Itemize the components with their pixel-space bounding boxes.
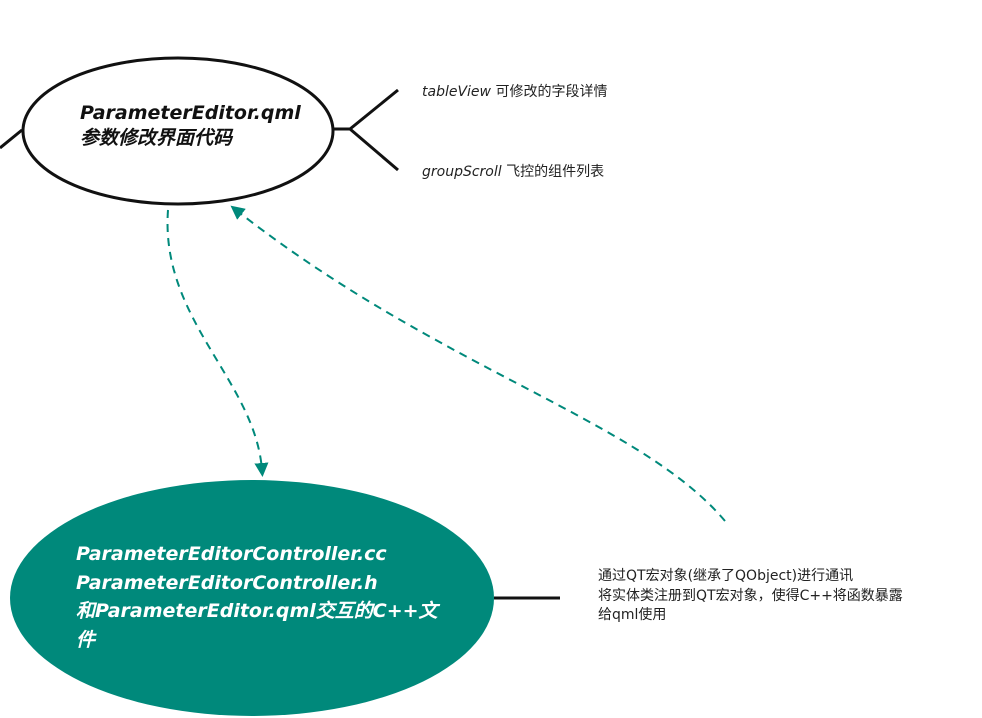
bottom-node-ellipse <box>10 480 494 716</box>
top-node-label: ParameterEditor.qml 参数修改界面代码 <box>80 101 301 150</box>
branch-groupscroll-desc: 飞控的组件列表 <box>501 164 605 180</box>
note-line-2: 将实体类注册到QT宏对象，使得C++将函数暴露 <box>598 587 903 604</box>
note-line-3: 给qml使用 <box>598 607 667 624</box>
note-text: 通过QT宏对象(继承了QObject)进行通讯 将实体类注册到QT宏对象，使得C… <box>598 567 968 626</box>
top-node-left-stub <box>0 128 23 150</box>
top-node-ellipse <box>21 56 335 206</box>
bottom-node-file-h: ParameterEditorController.h <box>76 571 378 594</box>
branch-label-tableview: tableView 可修改的字段详情 <box>422 81 607 101</box>
top-node-description: 参数修改界面代码 <box>80 126 233 149</box>
branch-label-groupscroll: groupScroll 飞控的组件列表 <box>422 161 604 181</box>
bottom-node-file-cc: ParameterEditorController.cc <box>76 543 387 565</box>
arrow-note-to-top <box>230 205 726 522</box>
branch-line-groupscroll <box>349 127 399 172</box>
branch-groupscroll-name: groupScroll <box>422 164 502 180</box>
bottom-node-label: ParameterEditorController.cc ParameterEd… <box>76 540 446 654</box>
branch-line-tableview <box>349 88 399 131</box>
branch-tableview-name: tableView <box>422 84 491 100</box>
top-node-filename: ParameterEditor.qml <box>80 102 301 124</box>
branch-tableview-desc: 可修改的字段详情 <box>491 84 608 100</box>
bottom-node-description: 和ParameterEditor.qml交互的C++文件 <box>76 600 438 651</box>
note-line-1: 通过QT宏对象(继承了QObject)进行通讯 <box>598 568 854 584</box>
arrow-top-to-bottom <box>166 209 269 477</box>
